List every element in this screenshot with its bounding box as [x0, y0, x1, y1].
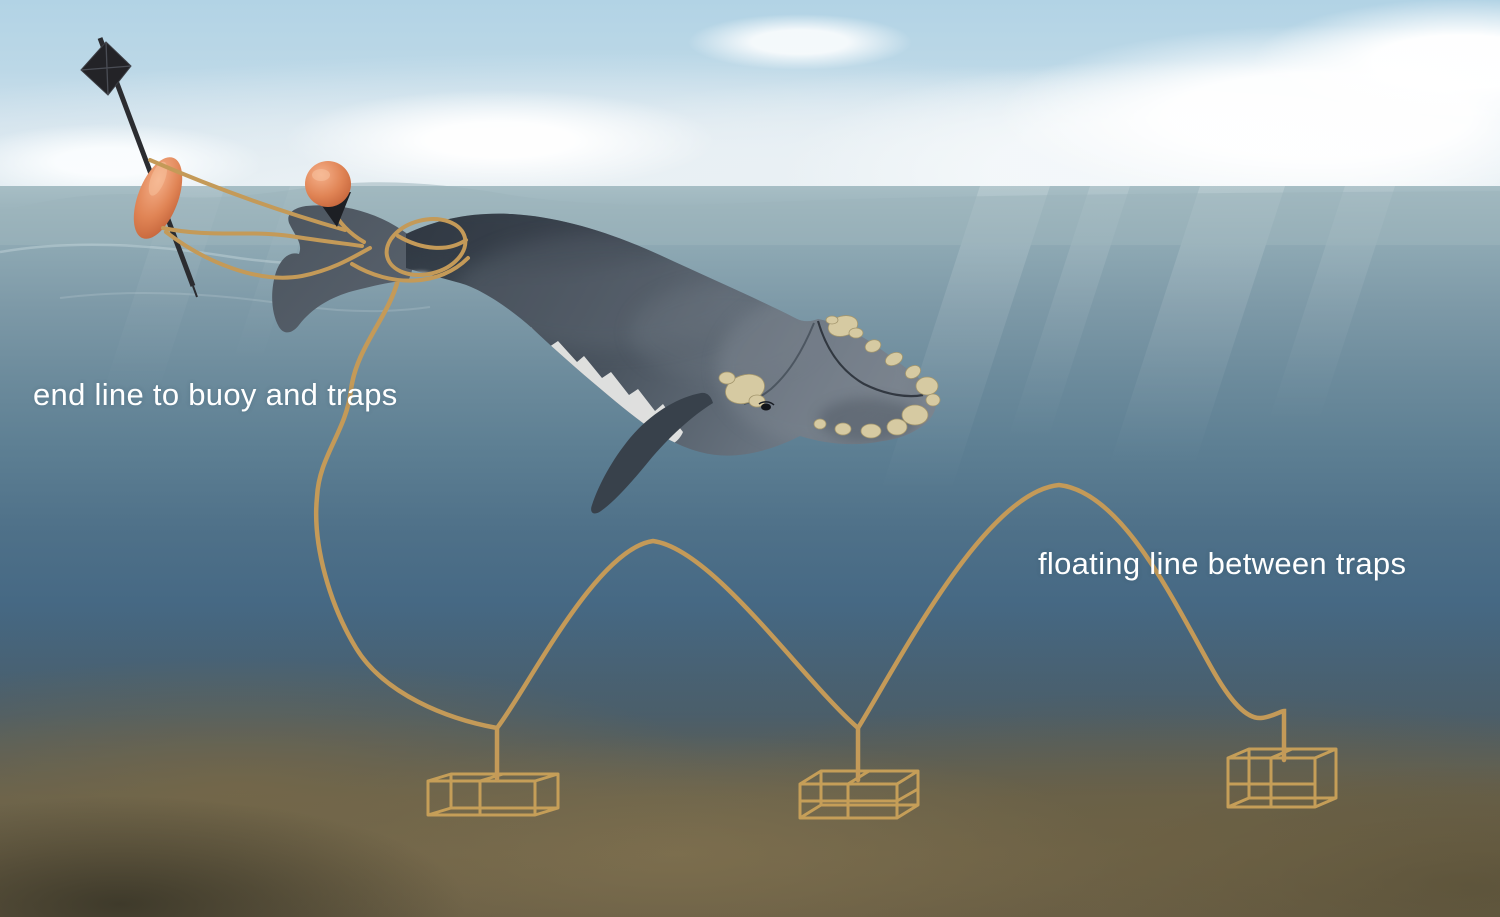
surface-swells [0, 182, 1500, 312]
entanglement-ropes [148, 158, 470, 283]
spindle-buoy [133, 157, 183, 239]
lobster-traps [426, 747, 1338, 820]
lobster-trap-1 [426, 772, 560, 817]
round-buoy [305, 161, 351, 227]
whale-eye [761, 403, 771, 411]
end-line-rope [314, 277, 500, 782]
label-floating-line: floating line between traps [1038, 546, 1407, 581]
label-end-line: end line to buoy and traps [33, 377, 398, 412]
whale-belly-patch [528, 327, 683, 448]
floating-line-rope-1 [494, 538, 861, 783]
right-whale [272, 205, 941, 514]
whale-mouth-line [816, 320, 924, 398]
rope-lines [314, 277, 1287, 783]
whale-callosities [718, 315, 941, 439]
floating-line-rope-2 [855, 482, 1287, 763]
whale-pectoral-fin [591, 392, 713, 514]
whale-body [406, 213, 937, 456]
sky-and-clouds [0, 0, 1500, 200]
lobster-trap-3 [1226, 747, 1338, 809]
high-flyer-flag-staff [80, 37, 198, 298]
